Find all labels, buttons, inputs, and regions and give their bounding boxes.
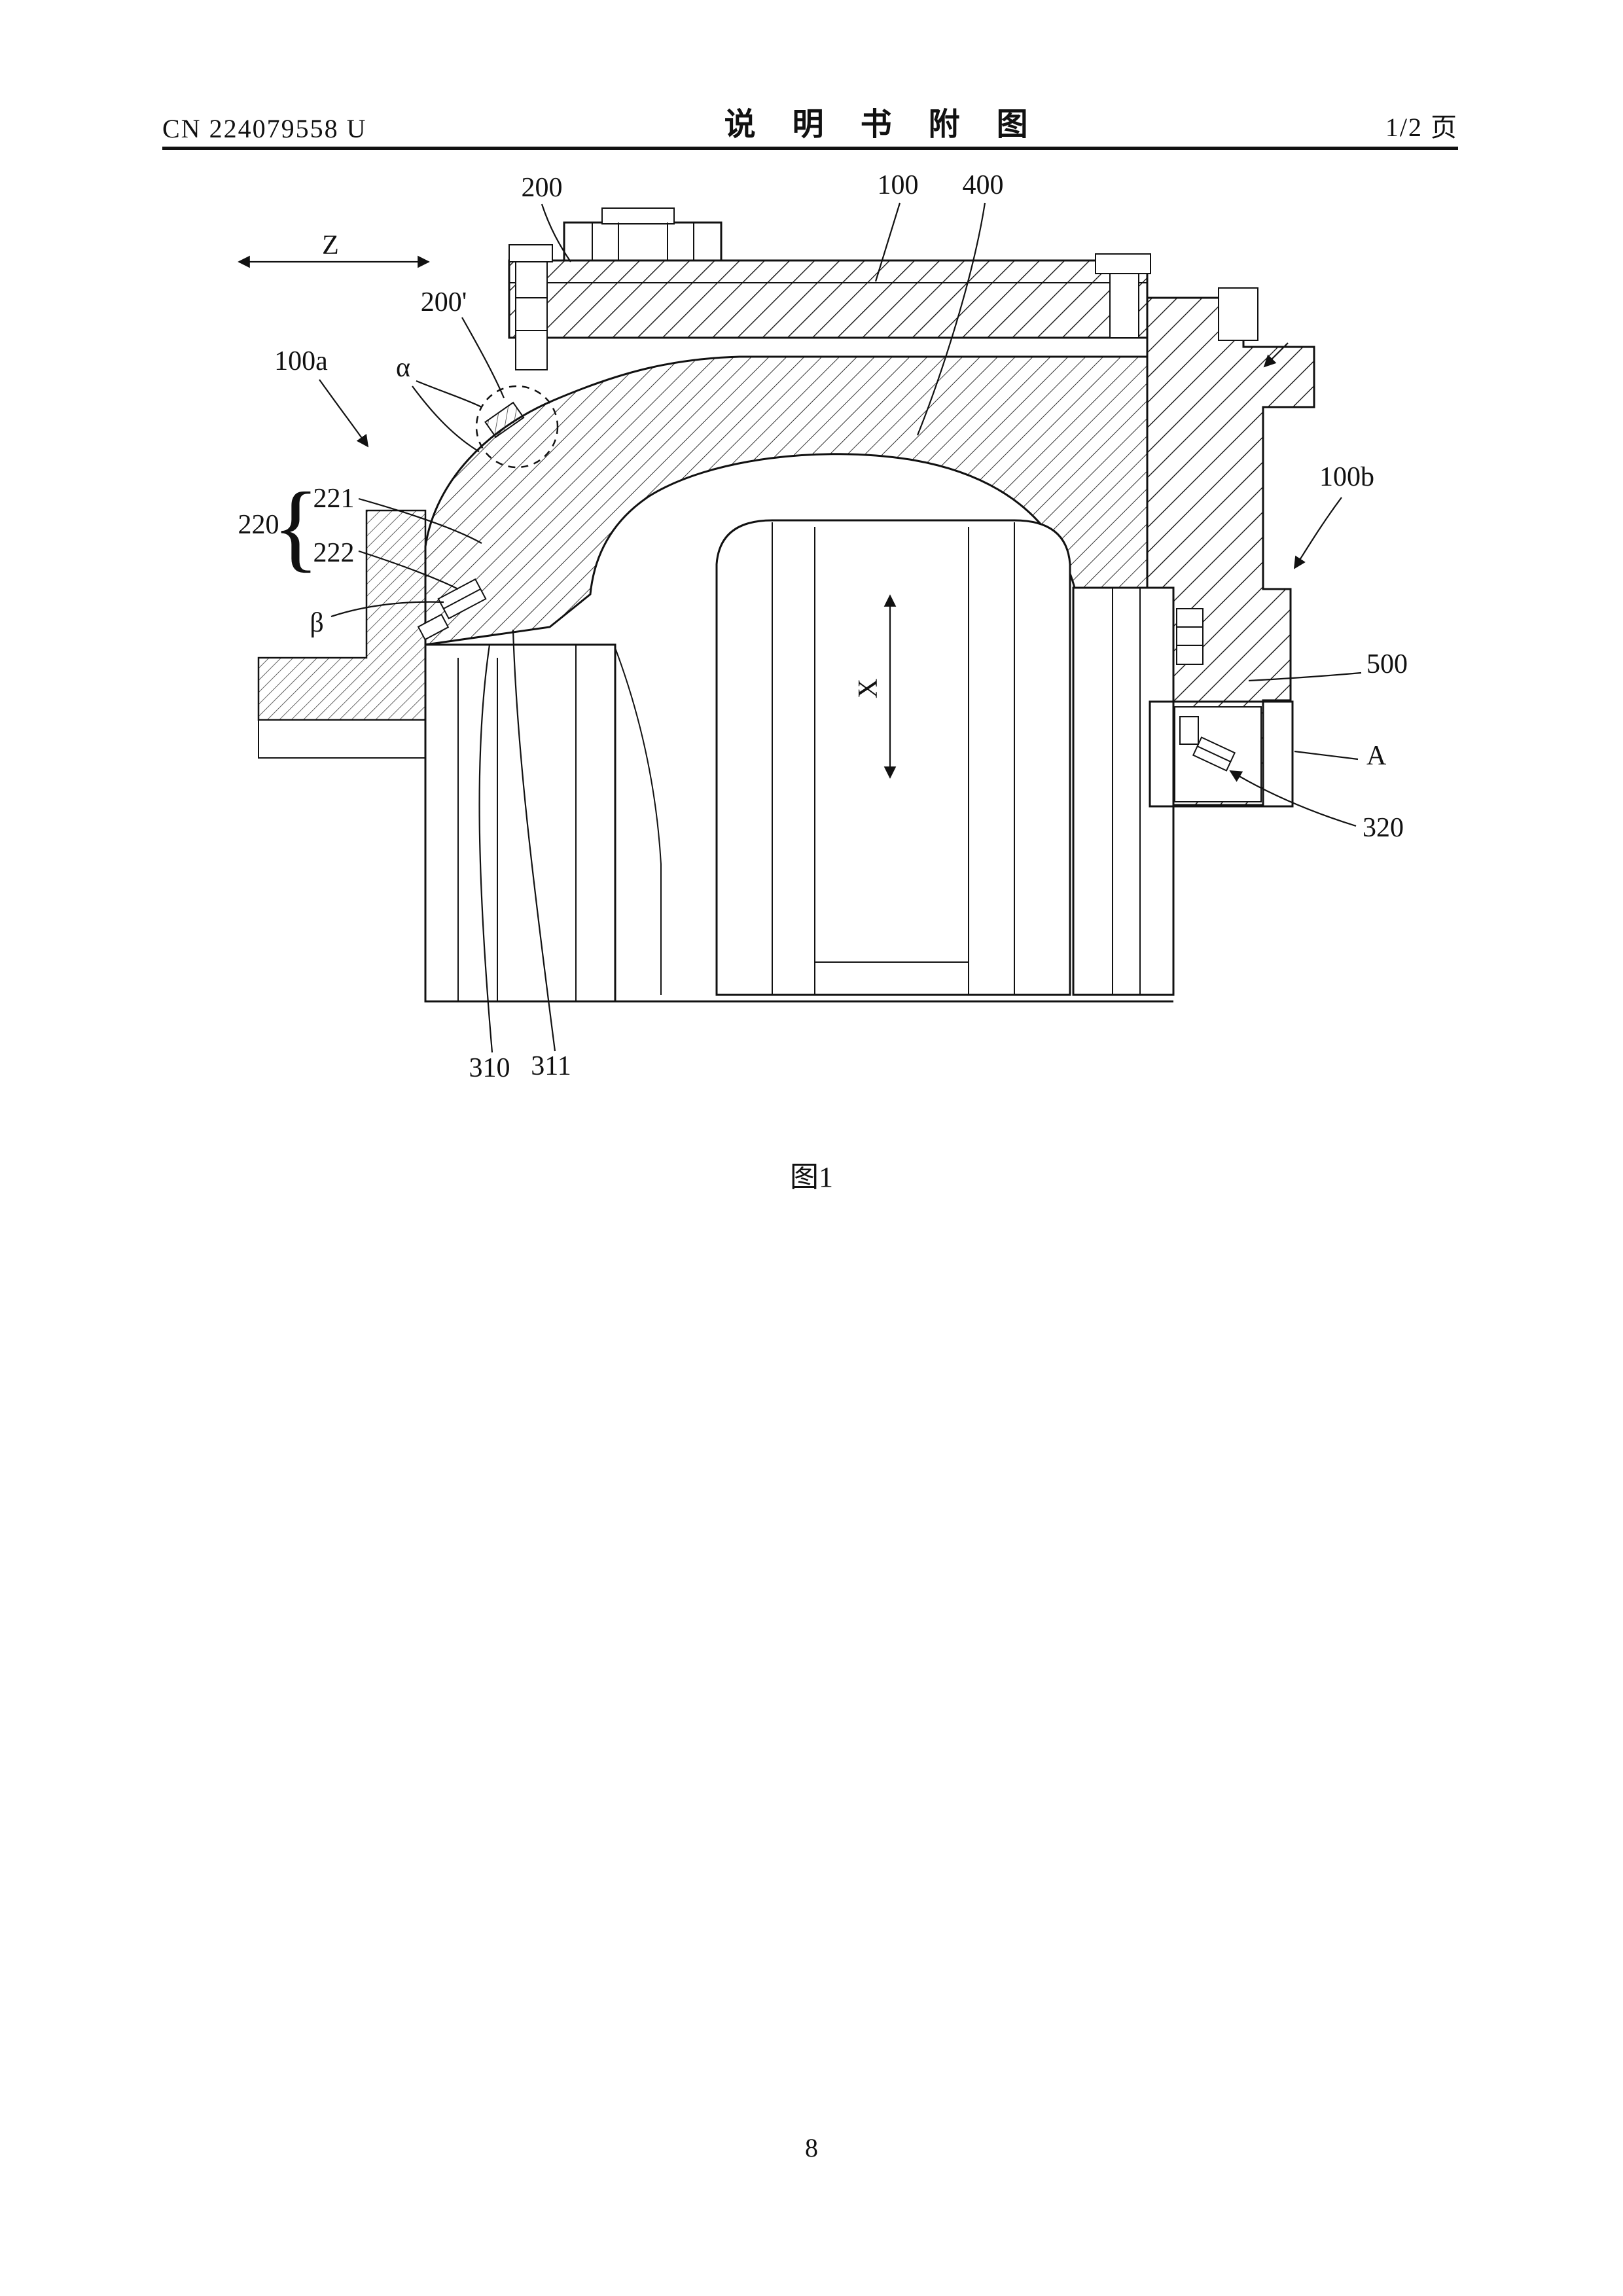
label-222: 222 (313, 538, 355, 568)
figure-caption: 图1 (790, 1161, 833, 1193)
z-axis-label: Z (322, 230, 339, 260)
pointer-arrow-top-right (1263, 342, 1289, 368)
leader-beta (330, 601, 444, 618)
alpha-detail-circle (475, 385, 559, 469)
label-320: 320 (1363, 813, 1404, 843)
seal-wedge (484, 401, 525, 439)
bearings (417, 385, 1262, 802)
top-bolt-head (601, 207, 675, 224)
x-axis-label: X (853, 679, 883, 698)
right-race (1179, 716, 1199, 745)
leader-A (1294, 750, 1359, 761)
label-500: 500 (1366, 649, 1408, 679)
leader-200 (541, 204, 571, 262)
arrow-100b (1293, 497, 1342, 569)
left-flange-underside (258, 719, 426, 759)
sheet-indicator: 1/2 页 (1385, 113, 1458, 142)
label-beta: β (310, 608, 323, 638)
right-bolt-head (1095, 253, 1151, 274)
label-221: 221 (313, 484, 355, 514)
label-400: 400 (963, 170, 1004, 200)
label-alpha: α (396, 353, 410, 383)
leader-400 (916, 202, 986, 436)
label-310: 310 (469, 1053, 510, 1083)
housing-sections (257, 259, 1315, 806)
label-200-prime: 200' (421, 287, 467, 317)
leader-alpha-1 (416, 380, 482, 408)
left-roller-small (417, 613, 450, 641)
document-number: CN 224079558 U (162, 114, 367, 143)
roller-line (1197, 745, 1231, 762)
label-100b: 100b (1319, 462, 1374, 492)
axes: Z X (238, 230, 897, 779)
top-plate-section (508, 259, 1149, 339)
header-rule (162, 147, 1458, 150)
right-wall (1072, 586, 1175, 996)
arrow-320 (1229, 770, 1357, 827)
label-A: A (1366, 741, 1387, 771)
leader-221 (358, 497, 482, 544)
label-311: 311 (531, 1051, 571, 1081)
label-100a: 100a (274, 346, 328, 376)
shaft (715, 519, 1071, 996)
leader-200p (461, 317, 505, 399)
leader-500 (1248, 672, 1362, 682)
page-header: CN 224079558 U 说 明 书 附 图 1/2 页 (162, 98, 1458, 144)
left-wall (424, 643, 616, 1003)
leader-lines (319, 202, 1362, 1053)
brace-220: { (272, 473, 319, 581)
label-100: 100 (878, 170, 919, 200)
leader-100 (874, 202, 901, 282)
right-bolt-shank (1109, 273, 1139, 338)
bell-inner-contour (615, 647, 662, 995)
left-bolt-shank (515, 261, 548, 370)
arrow-100a (319, 379, 369, 448)
leader-alpha-2 (412, 386, 480, 452)
roller-line (443, 588, 481, 609)
label-200: 200 (522, 173, 563, 203)
document-title: 说 明 书 附 图 (724, 107, 1043, 142)
leader-222 (358, 550, 459, 590)
page-number: 8 (805, 2133, 818, 2162)
label-220: 220 (238, 510, 279, 540)
detail-a-box (1149, 700, 1294, 808)
leader-310 (478, 644, 493, 1053)
fasteners (508, 207, 1258, 370)
right-fitting (1218, 287, 1258, 341)
left-bolt-head (508, 244, 553, 262)
right-plug (1176, 608, 1204, 665)
top-bolt-block (563, 221, 722, 262)
leader-311 (512, 629, 556, 1052)
bell-housing-section (424, 355, 1149, 646)
reference-labels: 200 100 400 200' 100a α 220 { 221 222 β … (238, 170, 1408, 1083)
